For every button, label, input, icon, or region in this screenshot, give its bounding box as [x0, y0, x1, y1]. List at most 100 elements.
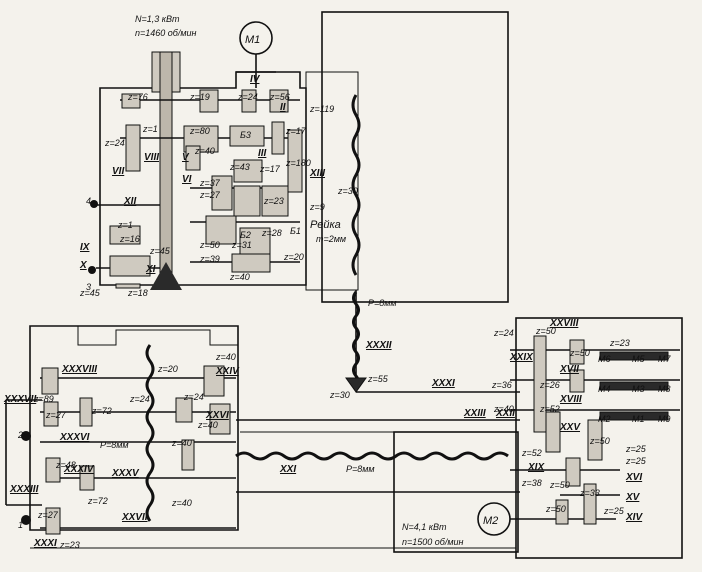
lbl-z9: z=9: [309, 202, 325, 212]
rack-column-frame: [321, 11, 509, 303]
rack-module: m=2мм: [316, 234, 346, 244]
gear-z40b: [231, 253, 271, 273]
shaft-XXXVIII-label: XXXVIII: [61, 364, 97, 375]
gear-z43: [233, 159, 263, 183]
gear-z89: [41, 367, 59, 395]
handle-3-label: 3: [86, 282, 91, 292]
shaft-XXV-label: XXVI: [205, 410, 229, 421]
lbl-z1b: z=1: [117, 220, 133, 230]
gear-z50a-right: [569, 339, 585, 365]
handle-1-knob[interactable]: [21, 515, 31, 525]
longitudinal-screw-XX: [235, 451, 509, 461]
gear-z27b: [43, 401, 59, 427]
pitch-lower: P=8мм: [346, 464, 375, 474]
lbl-z55: z=50: [535, 326, 556, 336]
lbl-z50b-right: z=23: [609, 338, 630, 348]
gear-z40d: [209, 403, 231, 435]
lbl-z28: z=28: [261, 228, 282, 238]
clutch-M3: M3: [632, 384, 645, 394]
lbl-z24e: z=24: [493, 328, 514, 338]
gear-z24a: [125, 124, 141, 172]
lower-left-frame: [29, 325, 239, 531]
clutch-M7: M7: [658, 354, 671, 364]
table-screw-XXVI: [145, 344, 155, 522]
lbl-z30a: z=30: [337, 186, 358, 196]
shaft-XXVIII-label: XXVIII: [549, 318, 579, 329]
lbl-z18: z=18: [127, 288, 148, 298]
lbl-z24c: z=24: [129, 394, 150, 404]
lbl-z20b: z=20: [157, 364, 178, 374]
motor1-name: M1: [245, 34, 260, 46]
handle-4-knob[interactable]: [90, 200, 98, 208]
clutch-M1: M1: [632, 414, 645, 424]
clutch-row-bottom: [599, 411, 669, 421]
gear-z33: [555, 499, 569, 525]
gear-z26: [545, 411, 561, 453]
shaft-XVI-label: XVI: [625, 472, 642, 483]
rack-title: Рейка: [310, 219, 341, 231]
lower-left: z=20 z=40 z=24 z=24 z=40 z=89 z=27 z=72 …: [3, 344, 240, 550]
gear-z55-stack: [533, 335, 547, 433]
shaft-XV-label: XV: [625, 492, 641, 503]
shaft-XIII-label: XIII: [309, 168, 325, 179]
lbl-z25b: z=33: [579, 488, 600, 498]
lbl-z24a: z=24: [104, 138, 125, 148]
gear-z37: [211, 175, 233, 211]
lbl-z45b: z=45: [79, 288, 101, 298]
shaft-III-label: III: [258, 148, 267, 159]
clutch-M5: M5: [632, 354, 645, 364]
lbl-z23c: z=26: [539, 380, 560, 390]
shaft-XXXV-label: XXXV: [111, 468, 140, 479]
shaft-XXIX-label: XXIX: [509, 352, 534, 363]
lbl-z33: z=50: [545, 504, 566, 514]
shaft-VI-label: VI: [182, 174, 192, 185]
pitch-left: P=8мм: [100, 440, 129, 450]
lbl-z17b: z=17: [259, 164, 281, 174]
lbl-b2: Б2: [240, 230, 251, 240]
gear-z180: [287, 129, 303, 193]
shaft-XXX-label: XXXI: [431, 378, 455, 389]
shaft-XXXIII-label: XXXIII: [9, 484, 39, 495]
lbl-z23b: z=23: [59, 540, 80, 550]
rack: Рейка m=2мм P=8мм XXXII z=55 z=30 XXXI: [310, 94, 520, 400]
lbl-b3: Б3: [240, 130, 251, 140]
pitch-vertical: P=8мм: [368, 298, 397, 308]
handle-3-knob[interactable]: [88, 266, 96, 274]
lbl-z31: z=31: [231, 240, 252, 250]
gear-z50a: [205, 215, 237, 245]
lbl-z43: z=43: [229, 162, 250, 172]
lbl-z40c: z=40: [215, 352, 236, 362]
shaft-IV-label: IV: [250, 74, 261, 85]
lbl-z16: z=16: [119, 234, 140, 244]
lbl-z27b: z=27: [45, 410, 67, 420]
shaft-X-label: X: [79, 260, 88, 271]
lbl-z50a-right: z=50: [569, 348, 590, 358]
right-gearbox: z=24 z=36 z=40 z=50 z=50 z=23 z=26 z=52 …: [491, 318, 680, 525]
lbl-z40g: z=40: [493, 404, 514, 414]
shaft-XX-label: XXI: [279, 464, 296, 475]
lbl-z37: z=37: [199, 178, 221, 188]
shaft-XXXIV-label: XXXIV: [63, 464, 95, 475]
lbl-z56: z=56: [269, 92, 290, 102]
rack-housing: [305, 71, 359, 291]
motor2-power: N=4,1 кВт: [402, 522, 447, 532]
rack-teeth: [351, 94, 361, 276]
lbl-z119: z=119: [309, 104, 334, 114]
lbl-z80: z=80: [189, 126, 210, 136]
gear-z23a: [261, 185, 289, 217]
clutch-M2: M2: [598, 414, 611, 424]
shaft-II-label: II: [280, 102, 286, 113]
shaft-XI-label: XI: [145, 264, 156, 275]
motor2-speed: n=1500 об/мин: [402, 537, 464, 547]
spindle-cone: [150, 262, 182, 290]
upper-labels: z=76 z=19 z=24 z=56 z=1 z=24 z=80 Б3 z=4…: [79, 92, 358, 298]
vertical-nut: [345, 377, 367, 393]
shaft-XVII-label: XVII: [559, 364, 579, 375]
motor1-speed: n=1460 об/мин: [135, 28, 197, 38]
handle-2-knob[interactable]: [21, 431, 31, 441]
lbl-z39: z=39: [199, 254, 220, 264]
lbl-z36: z=36: [491, 380, 512, 390]
gear-b1: [233, 185, 261, 217]
gear-z48: [45, 457, 61, 483]
